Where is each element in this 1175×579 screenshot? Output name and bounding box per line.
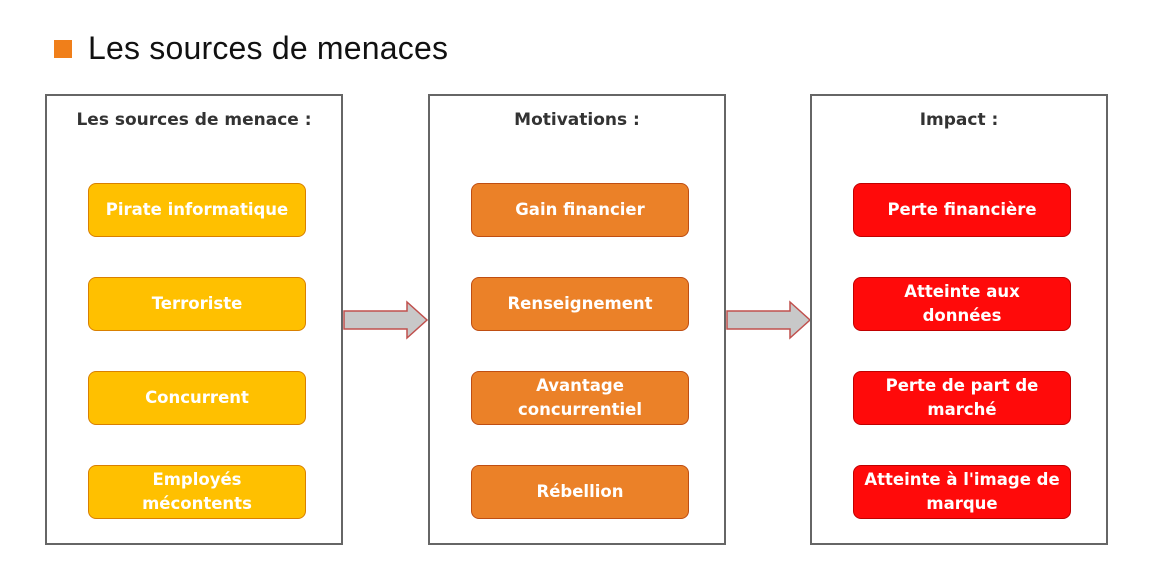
right-arrow-icon: [343, 300, 429, 340]
orange-square-bullet-icon: [54, 39, 72, 58]
impact-box: Perte de part de marché: [853, 371, 1071, 425]
motivation-label: Rébellion: [536, 482, 624, 502]
motivations-column: Motivations : Gain financier Renseigneme…: [428, 94, 726, 545]
source-box: Pirate informatique: [88, 183, 306, 237]
impact-label: Atteinte aux données: [904, 282, 1020, 325]
motivation-label: Gain financier: [515, 200, 645, 220]
right-arrow-icon: [726, 300, 812, 340]
impact-box: Atteinte aux données: [853, 277, 1071, 331]
source-box: Concurrent: [88, 371, 306, 425]
impact-box: Perte financière: [853, 183, 1071, 237]
motivation-box: Avantage concurrentiel: [471, 371, 689, 425]
motivation-box: Gain financier: [471, 183, 689, 237]
motivation-box: Renseignement: [471, 277, 689, 331]
source-label: Terroriste: [151, 294, 243, 314]
motivation-label: Avantage concurrentiel: [518, 376, 642, 419]
impact-label: Perte financière: [887, 200, 1037, 220]
source-label: Pirate informatique: [105, 200, 289, 220]
source-box: Employés mécontents: [88, 465, 306, 519]
motivation-box: Rébellion: [471, 465, 689, 519]
sources-column: Les sources de menace : Pirate informati…: [45, 94, 343, 545]
motivations-column-header: Motivations :: [514, 110, 640, 130]
title-bar: Les sources de menaces: [54, 30, 448, 67]
source-label: Concurrent: [145, 388, 249, 408]
impact-column: Impact : Perte financière Atteinte aux d…: [810, 94, 1108, 545]
page-title: Les sources de menaces: [88, 30, 449, 66]
sources-column-header: Les sources de menace :: [76, 110, 312, 130]
impact-box: Atteinte à l'image de marque: [853, 465, 1071, 519]
source-box: Terroriste: [88, 277, 306, 331]
source-label: Employés mécontents: [142, 470, 252, 513]
impact-column-header: Impact :: [919, 110, 999, 130]
motivation-label: Renseignement: [507, 294, 653, 314]
impact-label: Perte de part de marché: [885, 376, 1039, 419]
impact-label: Atteinte à l'image de marque: [864, 470, 1060, 513]
